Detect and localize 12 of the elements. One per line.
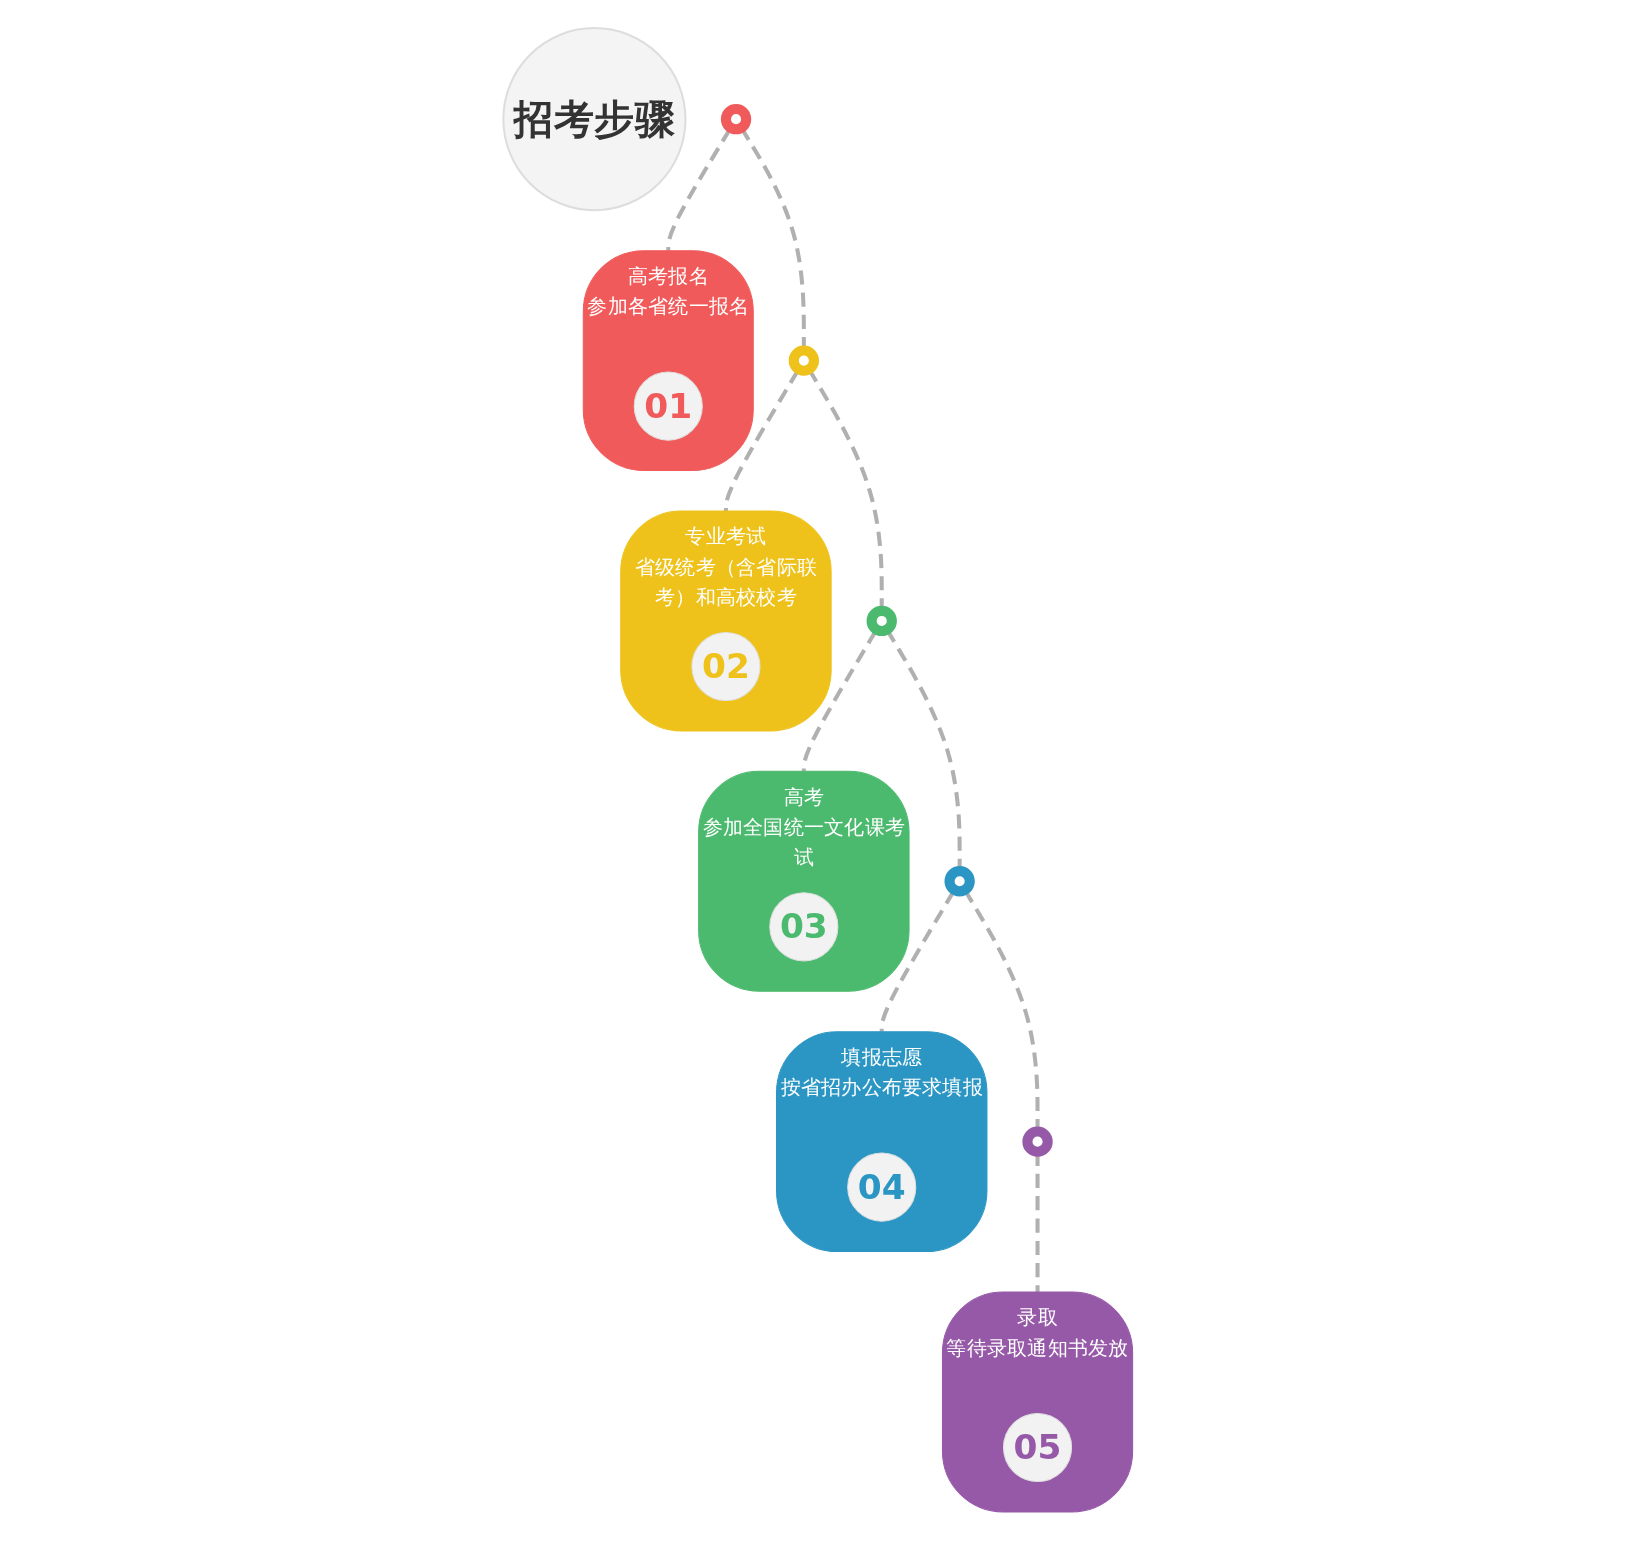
node-circle: [1022, 1126, 1053, 1157]
node-circle: [788, 345, 819, 376]
node-circle: 03: [769, 892, 839, 962]
node-circle: [944, 866, 975, 897]
node-circle: 04: [847, 1152, 917, 1222]
connector: [801, 630, 878, 772]
node-circle: 01: [633, 371, 703, 441]
node-circle: 05: [1002, 1412, 1073, 1483]
node-circle: [866, 605, 897, 637]
connector: [879, 890, 956, 1032]
node-circle: [720, 103, 752, 135]
node-circle: 02: [691, 631, 761, 702]
